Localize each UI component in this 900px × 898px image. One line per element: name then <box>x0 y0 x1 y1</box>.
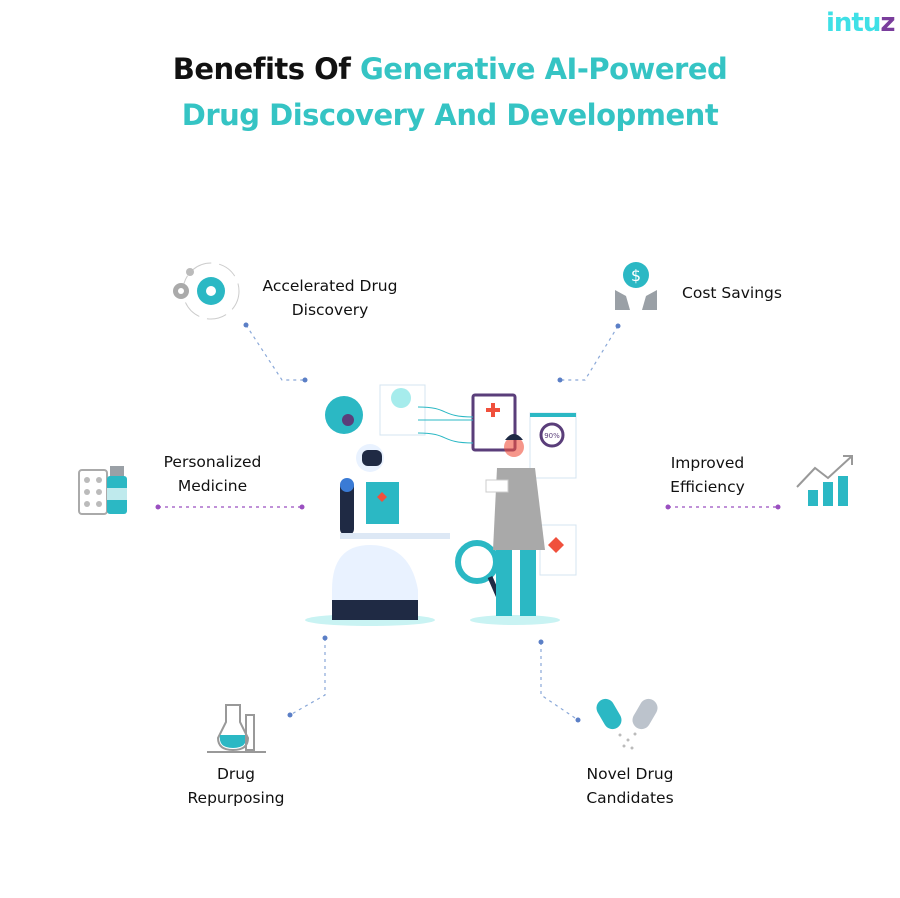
pills-bottle-icon <box>78 466 127 515</box>
benefit-accelerated-drug-discovery: Accelerated Drug Discovery <box>262 277 398 319</box>
progress-text: 90% <box>544 432 560 440</box>
benefit-personalized-medicine: Personalized Medicine <box>163 453 262 495</box>
benefit-drug-repurposing: Drug Repurposing <box>187 765 285 807</box>
growth-chart-icon <box>796 455 853 506</box>
connector-accelerated <box>245 324 305 381</box>
intuz-logo: intuz <box>826 8 896 38</box>
lab-flask-icon <box>207 704 266 753</box>
connector-repurposing <box>289 638 326 716</box>
title-line-1: Benefits Of Generative AI-Powered <box>172 52 728 86</box>
title-line-2: Drug Discovery And Development <box>181 98 719 132</box>
connector-novel <box>540 642 579 721</box>
gears-icon <box>173 262 240 320</box>
capsule-icon <box>596 698 658 750</box>
benefit-cost-savings: Cost Savings <box>682 284 782 302</box>
benefit-improved-efficiency: Improved Efficiency <box>670 454 745 496</box>
svg-text:$: $ <box>631 266 641 285</box>
dollar-hands-icon: $ <box>615 262 657 310</box>
benefit-novel-drug-candidates: Novel Drug Candidates <box>586 765 674 807</box>
robot-doctor-illustration: 90% <box>305 384 577 626</box>
connector-cost <box>560 325 619 381</box>
